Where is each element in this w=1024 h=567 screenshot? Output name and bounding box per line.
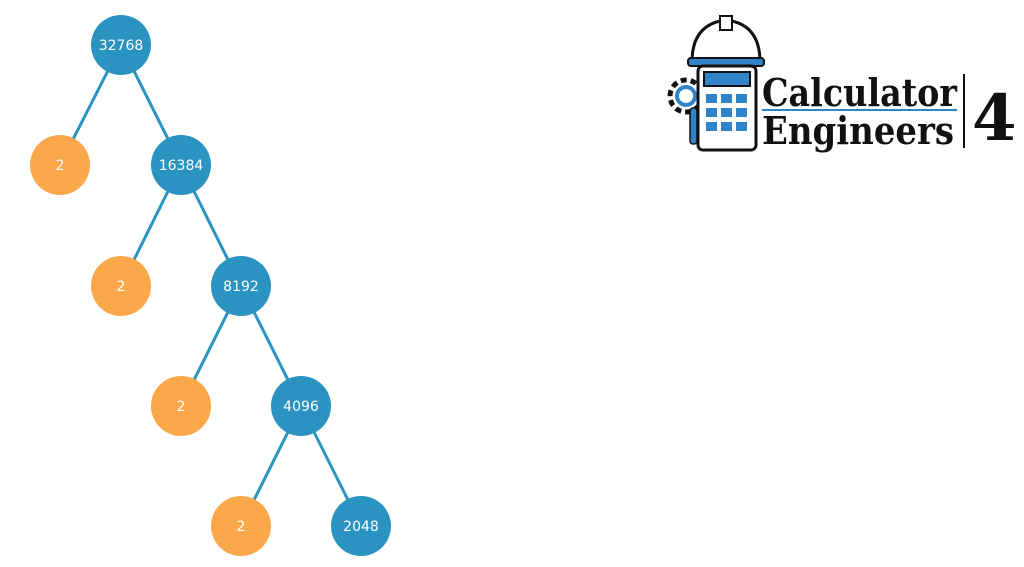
calculator4engineers-logo: Calculator Engineers 4 bbox=[667, 15, 1014, 156]
calculator-hardhat-gear-icon bbox=[667, 15, 765, 152]
prime-node: 2 bbox=[91, 256, 151, 316]
node-value: 2048 bbox=[343, 519, 379, 535]
node-value: 2 bbox=[56, 158, 65, 174]
composite-node: 2048 bbox=[331, 496, 391, 556]
logo-text-calculator: Calculator bbox=[762, 70, 958, 115]
composite-node: 8192 bbox=[211, 256, 271, 316]
prime-node: 2 bbox=[211, 496, 271, 556]
composite-node: 32768 bbox=[91, 15, 151, 75]
node-value: 2 bbox=[117, 279, 126, 295]
node-value: 4096 bbox=[283, 399, 319, 415]
composite-node: 4096 bbox=[271, 376, 331, 436]
logo-number: 4 bbox=[972, 81, 1014, 156]
node-value: 2 bbox=[237, 519, 246, 535]
node-value: 16384 bbox=[159, 158, 204, 174]
prime-node: 2 bbox=[151, 376, 211, 436]
prime-node: 2 bbox=[30, 135, 90, 195]
node-value: 2 bbox=[177, 399, 186, 415]
logo-text-engineers: Engineers bbox=[762, 108, 954, 153]
composite-node: 16384 bbox=[151, 135, 211, 195]
node-value: 32768 bbox=[99, 38, 144, 54]
node-value: 8192 bbox=[223, 279, 259, 295]
factor-tree: 32768 2 16384 2 8192 2 4096 2 2048 bbox=[30, 15, 391, 556]
